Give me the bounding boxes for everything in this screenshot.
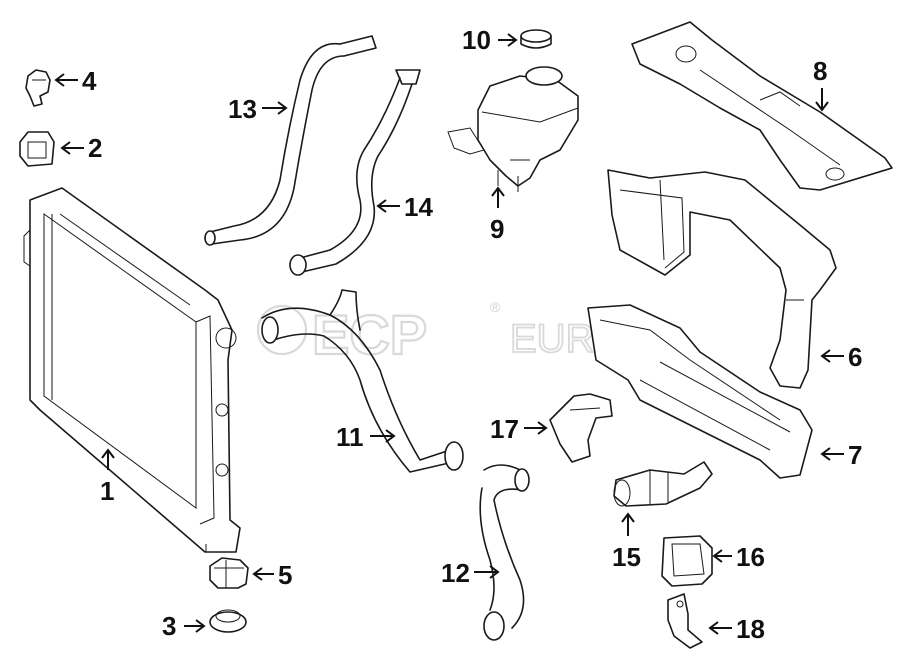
callout-9: 9 (490, 186, 505, 244)
callout-2-label: 2 (88, 133, 102, 163)
part-radiator (23, 187, 241, 553)
watermark-brand: ECP (312, 303, 427, 366)
callout-3-label: 3 (162, 611, 176, 641)
callout-7: 7 (820, 440, 862, 470)
callout-8-label: 8 (813, 56, 827, 86)
callout-17: 17 (490, 414, 548, 444)
callout-14-label: 14 (404, 192, 433, 222)
part-expansion-tank (447, 66, 579, 192)
part-radiator-mount (209, 557, 249, 589)
callout-7-label: 7 (848, 440, 862, 470)
callout-3: 3 (162, 611, 206, 641)
callout-15: 15 (612, 512, 641, 572)
callout-5-label: 5 (278, 560, 292, 590)
part-air-guide (587, 304, 813, 479)
callout-9-label: 9 (490, 214, 504, 244)
part-radiator-cover (631, 21, 893, 191)
callout-15-label: 15 (612, 542, 641, 572)
part-mount-grommet (209, 609, 247, 633)
ecp-euro-watermark: ECP EURO ® (256, 299, 626, 367)
callout-6: 6 (820, 342, 862, 372)
part-tank-cap (520, 29, 552, 49)
callout-8: 8 (813, 56, 829, 112)
callout-10-label: 10 (462, 25, 491, 55)
callout-6-label: 6 (848, 342, 862, 372)
callout-10: 10 (462, 25, 518, 55)
part-seal (661, 535, 713, 587)
part-clamp (667, 593, 703, 649)
callout-18-label: 18 (736, 614, 765, 644)
callout-11: 11 (336, 422, 396, 452)
callout-13: 13 (228, 94, 288, 124)
part-grommet (19, 131, 55, 167)
part-coolant-hose-upper (204, 35, 377, 246)
callout-5: 5 (252, 560, 292, 590)
callout-1: 1 (100, 448, 115, 506)
callout-18: 18 (708, 614, 765, 644)
callout-14: 14 (376, 192, 433, 222)
callout-17-label: 17 (490, 414, 519, 444)
callout-4: 4 (54, 66, 97, 96)
callout-2: 2 (60, 133, 102, 163)
part-coolant-hose-lower (479, 464, 530, 641)
callout-16: 16 (712, 542, 765, 572)
callout-16-label: 16 (736, 542, 765, 572)
callout-13-label: 13 (228, 94, 257, 124)
part-bypass-hose (289, 69, 421, 276)
part-bracket (549, 393, 613, 463)
callout-11-label: 11 (336, 422, 364, 452)
part-auxiliary-pump (613, 461, 713, 507)
callout-4-label: 4 (82, 66, 97, 96)
callouts: 1 2 3 4 5 6 7 8 (54, 25, 862, 644)
part-air-shroud (607, 169, 837, 389)
callout-12: 12 (441, 558, 500, 588)
part-clip (25, 69, 51, 107)
callout-1-label: 1 (100, 476, 114, 506)
watermark-registered-mark: ® (490, 299, 501, 315)
part-lower-hose (261, 289, 464, 473)
callout-12-label: 12 (441, 558, 470, 588)
